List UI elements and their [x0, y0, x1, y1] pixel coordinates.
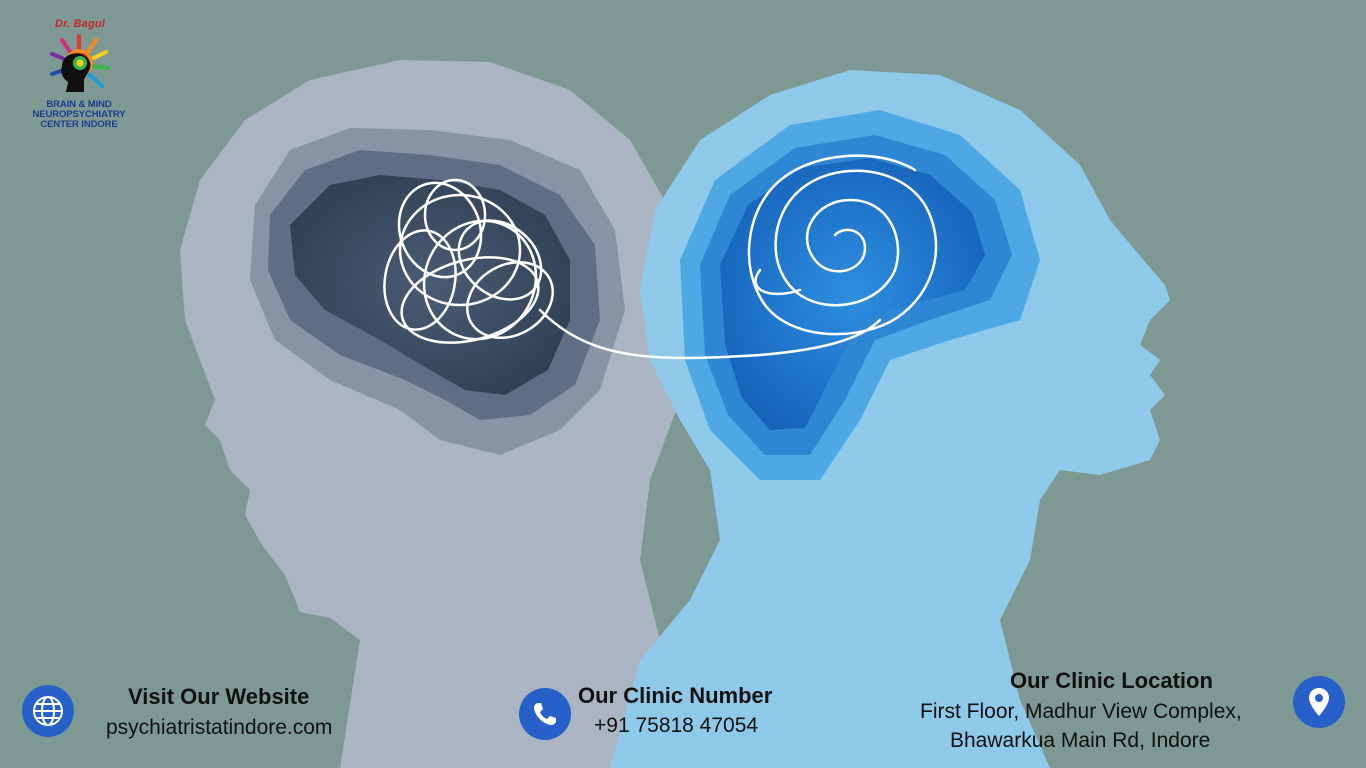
map-pin-icon	[1293, 676, 1345, 728]
location-label: Our Clinic Location	[1010, 668, 1213, 693]
logo-line-3: CENTER INDORE	[40, 119, 118, 130]
phone-label: Our Clinic Number	[578, 683, 773, 708]
website-url[interactable]: psychiatristatindore.com	[106, 716, 333, 739]
brain-logo-icon	[50, 34, 110, 92]
globe-icon	[22, 685, 74, 737]
spiral-thread	[747, 154, 938, 336]
logo-text: BRAIN & MIND NEUROPSYCHIATRY CENTER INDO…	[20, 100, 138, 130]
right-brain-inner	[720, 158, 985, 430]
tangled-thread	[383, 178, 882, 360]
left-brain-inner	[290, 175, 570, 395]
phone-number[interactable]: +91 75818 47054	[594, 714, 759, 737]
clinic-logo: Dr. Bagul BRAIN & MIND NEUROPSYCHIATRY C…	[20, 18, 138, 138]
location-line-2: Bhawarkua Main Rd, Indore	[950, 729, 1211, 752]
logo-line-2: NEUROPSYCHIATRY	[32, 109, 126, 120]
phone-icon	[519, 688, 571, 740]
website-label: Visit Our Website	[128, 684, 310, 709]
location-line-1: First Floor, Madhur View Complex,	[920, 700, 1242, 723]
logo-brand: Dr. Bagul	[54, 18, 106, 30]
logo-line-1: BRAIN & MIND	[46, 99, 112, 110]
